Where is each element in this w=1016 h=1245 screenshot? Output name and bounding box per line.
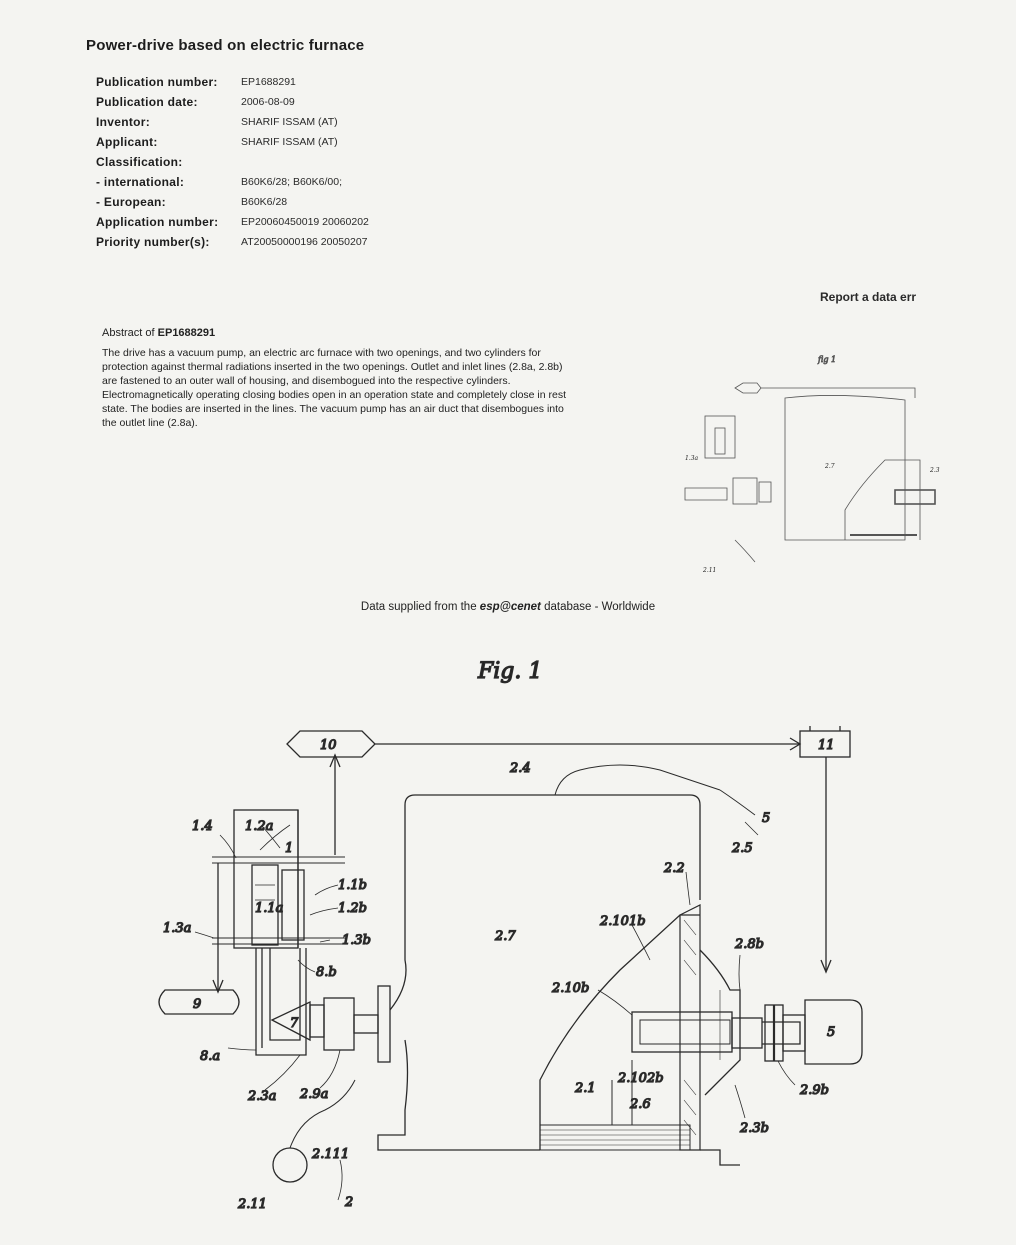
label: 2.5: [731, 841, 753, 856]
label: 1.1a: [255, 901, 283, 916]
abstract-heading-prefix: Abstract of: [102, 327, 155, 339]
meta-label: Priority number(s):: [96, 235, 210, 249]
label: 5: [827, 1025, 835, 1040]
page-title: Power-drive based on electric furnace: [86, 37, 365, 54]
meta-value: 2006-08-09: [241, 96, 295, 108]
abstract-heading-number: EP1688291: [157, 327, 216, 339]
label: 1: [285, 841, 293, 856]
label: 8.b: [316, 965, 337, 980]
meta-row: Priority number(s): AT20050000196 2005020…: [96, 232, 369, 252]
label: 1.1b: [338, 878, 367, 893]
label: 2.3a: [247, 1089, 276, 1104]
label: 2.102b: [617, 1071, 664, 1086]
meta-value: SHARIF ISSAM (AT): [241, 136, 338, 148]
svg-text:1.3a: 1.3a: [685, 455, 699, 462]
label: 5: [762, 811, 770, 826]
label: 8.a: [200, 1049, 220, 1064]
label: 2.7: [494, 929, 516, 944]
abstract-line: Electromagnetically operating closing bo…: [102, 389, 567, 401]
report-data-error-link[interactable]: Report a data err: [820, 290, 917, 304]
meta-value: EP20060450019 20060202: [241, 216, 369, 228]
label: 2.8b: [734, 937, 764, 952]
meta-row: Applicant: SHARIF ISSAM (AT): [96, 132, 369, 152]
data-source-note: Data supplied from the esp@cenet databas…: [0, 601, 1016, 613]
abstract-text: The drive has a vacuum pump, an electric…: [102, 346, 647, 430]
component-2-11: [272, 1147, 308, 1183]
supplied-suffix: database - Worldwide: [544, 601, 656, 613]
label: 2.10b: [551, 981, 589, 996]
label: 2.11: [237, 1197, 267, 1212]
patent-figure: Fig. 1: [158, 658, 863, 1213]
meta-row: - international: B60K6/28; B60K6/00;: [96, 172, 369, 192]
meta-value: AT20050000196 20050207: [241, 236, 368, 248]
meta-label: - European:: [96, 195, 166, 209]
supplied-prefix: Data supplied from the: [360, 601, 477, 613]
figure-caption: Fig. 1: [477, 659, 542, 684]
label: 10: [320, 738, 337, 753]
label: 2.3b: [739, 1121, 769, 1136]
meta-label: Applicant:: [96, 135, 158, 149]
meta-row: Application number: EP20060450019 2006020…: [96, 212, 369, 232]
meta-label: Publication date:: [96, 95, 198, 109]
wall-2-2: [679, 904, 701, 1151]
meta-value: EP1688291: [241, 76, 296, 88]
piston-1-1a: [251, 864, 279, 946]
label: 1.4: [192, 819, 213, 834]
meta-value: B60K6/28: [241, 196, 288, 208]
meta-label: Inventor:: [96, 115, 151, 129]
label: 2.2: [663, 861, 685, 876]
label: 11: [818, 738, 835, 753]
abstract-line: state. The bodies are inserted in the li…: [102, 403, 564, 415]
meta-label: Application number:: [96, 215, 219, 229]
svg-text:2.11: 2.11: [702, 567, 716, 574]
housing-2-7: [389, 794, 701, 1011]
label: 1.2a: [245, 819, 273, 834]
meta-value: B60K6/28; B60K6/00;: [241, 176, 342, 188]
label: 2.101b: [599, 914, 646, 929]
label: 9: [193, 997, 201, 1012]
meta-value: SHARIF ISSAM (AT): [241, 116, 338, 128]
label: 2.9b: [799, 1083, 829, 1098]
svg-text:2.3: 2.3: [929, 467, 940, 474]
label: 1.3a: [163, 921, 191, 936]
meta-row: - European: B60K6/28: [96, 192, 369, 212]
coupling-2-9a: [323, 997, 355, 1051]
label: 2.1: [574, 1081, 596, 1096]
cylinder-2-10b: [631, 1011, 733, 1053]
component-11: [799, 730, 851, 758]
thumbnail-caption: fig 1: [817, 355, 836, 364]
svg-text:2.7: 2.7: [824, 463, 835, 470]
meta-row: Inventor: SHARIF ISSAM (AT): [96, 112, 369, 132]
label: 1.2b: [338, 901, 367, 916]
meta-row: Publication number: EP1688291: [96, 72, 369, 92]
label: 2.9a: [299, 1087, 328, 1102]
abstract-line: the outlet line (2.8a).: [102, 417, 198, 429]
meta-row: Classification:: [96, 152, 369, 172]
component-9: [158, 989, 240, 1015]
label: 2.4: [509, 761, 531, 776]
meta-label: Classification:: [96, 155, 183, 169]
figure-thumbnail: fig 1 1.3a 2.7 2.3 2.11: [684, 355, 940, 574]
espacenet-name: esp@cenet: [479, 601, 541, 613]
bibliographic-data: Publication number: EP1688291 Publication…: [96, 72, 369, 252]
component-5: [804, 999, 863, 1065]
meta-label: - international:: [96, 175, 185, 189]
meta-row: Publication date: 2006-08-09: [96, 92, 369, 112]
abstract-line: protection against thermal radiations in…: [102, 361, 563, 373]
label: 1.3b: [342, 933, 371, 948]
label: 2: [344, 1195, 353, 1210]
pipe-8: [255, 948, 307, 1056]
label: 7: [290, 1016, 299, 1031]
abstract-line: are fastened to an outer wall of housing…: [102, 375, 511, 387]
label: 2.111: [311, 1147, 349, 1162]
abstract-line: The drive has a vacuum pump, an electric…: [102, 347, 541, 359]
abstract-heading: Abstract of EP1688291: [102, 327, 215, 339]
meta-label: Publication number:: [96, 75, 218, 89]
label: 2.6: [629, 1097, 651, 1112]
